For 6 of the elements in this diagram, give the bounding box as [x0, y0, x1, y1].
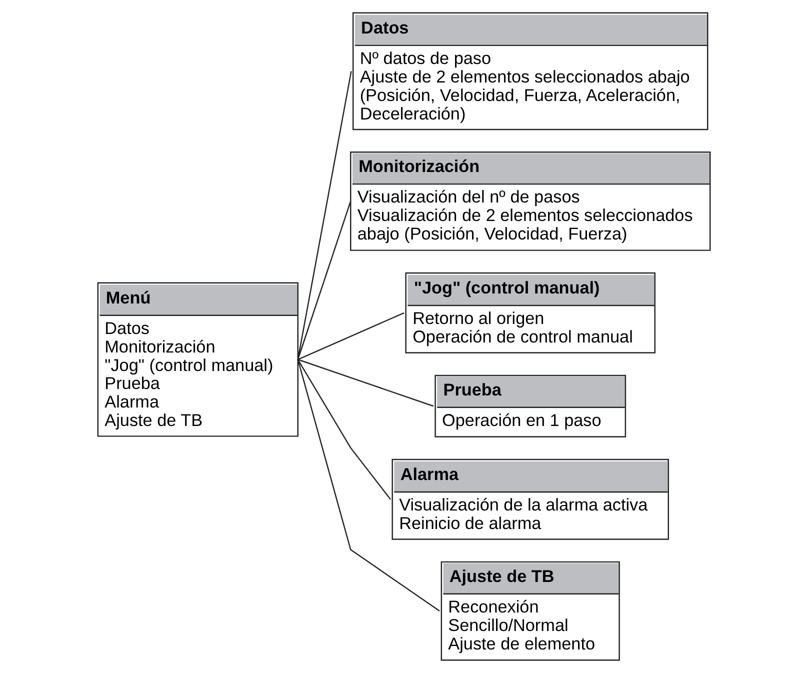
- connector: [297, 312, 404, 360]
- connector: [296, 201, 351, 360]
- connector: [296, 359, 390, 500]
- connector: [296, 71, 352, 360]
- connector: [297, 358, 434, 407]
- connector: [296, 359, 440, 612]
